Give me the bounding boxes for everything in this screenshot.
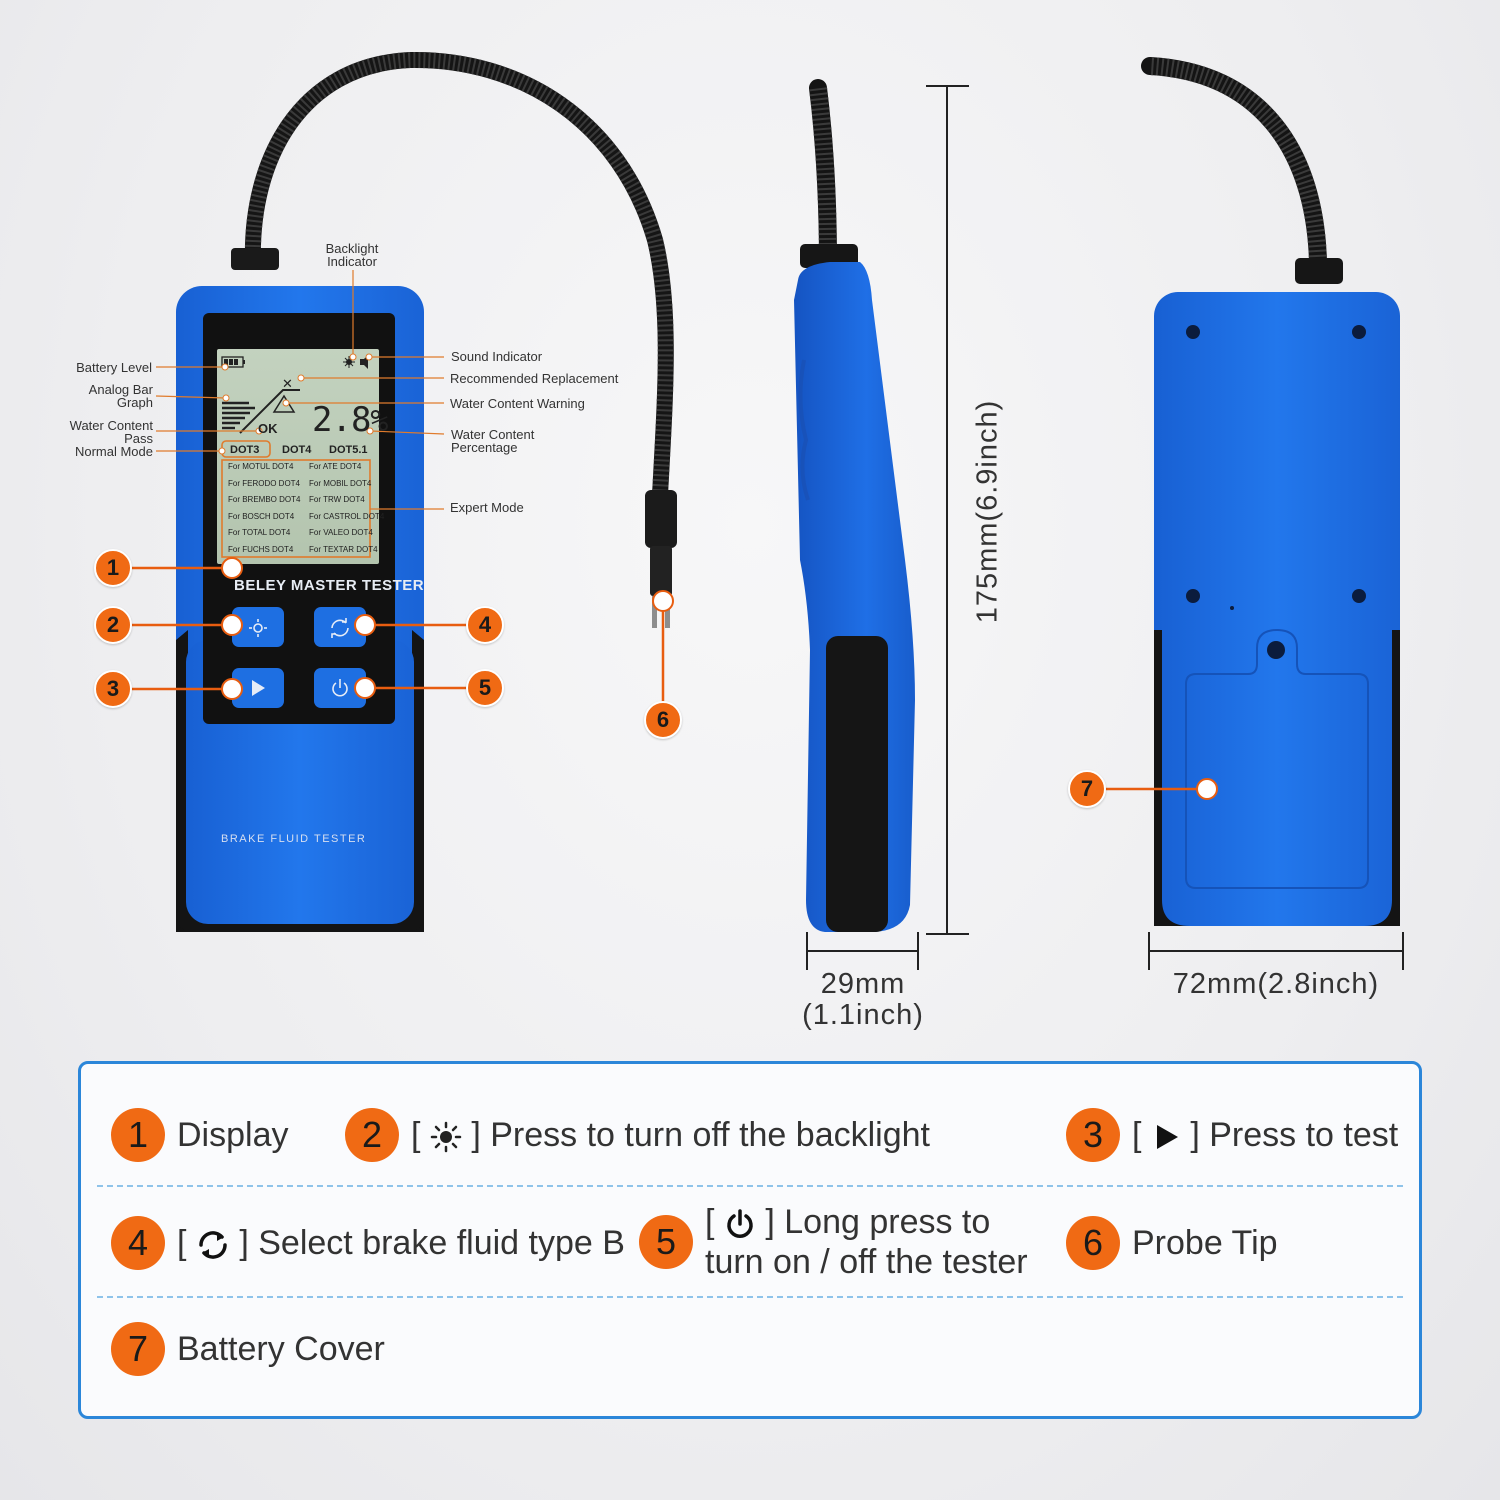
lcd-brand-item: For FUCHS DOT4 [228,544,294,554]
lcd-brand-item: For ATE DOT4 [309,462,362,471]
legend-text: ] Long press to [765,1203,991,1241]
legend-badge: 1 [111,1108,165,1162]
lcd-brand-item: For BOSCH DOT4 [228,511,295,521]
device-model-label: BELEY MASTER TESTER [234,577,425,594]
legend-badge: 5 [639,1215,693,1269]
refresh-icon [199,1231,227,1259]
dimension-depth-mm: 29mm [820,968,906,1000]
front-view-device: ✕ [130,51,677,932]
legend-badge: 4 [111,1216,165,1270]
lcd-dot-type: DOT5.1 [329,444,368,456]
lcd-brand-item: For TRW DOT4 [309,495,365,504]
legend-bracket: [ [1132,1116,1142,1154]
side-view-device [794,79,915,932]
legend-panel: 1 Display 2 [ ] Press to turn off the ba… [78,1061,1422,1419]
legend-text: ] Press to turn off the backlight [471,1116,930,1154]
backlight-button [232,607,284,647]
product-illustration: ✕ [130,51,1404,970]
lcd-brand-item: For MOBIL DOT4 [309,478,372,488]
legend-divider [97,1296,1403,1298]
legend-item-battery-cover: 7 Battery Cover [111,1322,385,1376]
lcd-brand-item: For BREMBO DOT4 [228,495,301,504]
callout-4: 4 [466,606,504,644]
label-water-content-pass: Water Content Pass [69,418,153,446]
lcd-brand-item: For MOTUL DOT4 [228,462,294,471]
lcd-dot-type: DOT4 [282,444,312,456]
probe-collar [231,248,279,270]
lcd-brand-item: For CASTROL DOT4 [309,511,385,521]
dimension-height: 175mm(6.9inch) [971,399,1004,624]
legend-item-test: 3 [ ] Press to test [1066,1108,1398,1162]
label-water-content-percentage: Water Content Percentage [451,427,535,455]
lcd-dot-type: DOT3 [230,444,260,456]
legend-bracket: [ [705,1203,715,1241]
legend-text-line2: turn on / off the tester [705,1243,1028,1281]
lcd-brand-item: For TOTAL DOT4 [228,528,291,537]
back-view-device [1103,57,1400,926]
lcd-reading: 2.8% [312,400,388,440]
legend-text: Display [177,1116,289,1154]
battery-cover [1185,628,1369,889]
legend-text: ] Press to test [1190,1116,1399,1154]
legend-badge: 2 [345,1108,399,1162]
label-backlight-indicator: Backlight Indicator [325,241,379,269]
dimension-depth: 29mm (1.1inch) [792,969,934,1031]
legend-text: ] Select brake fluid type B [239,1224,625,1262]
legend-bracket: [ [177,1224,187,1262]
lcd-brand-item: For TEXTAR DOT4 [309,544,378,554]
callout-2: 2 [94,606,132,644]
probe-tip [645,490,677,548]
type-select-button [314,607,366,647]
callout-7: 7 [1068,770,1106,808]
device-name-label: BRAKE FLUID TESTER [221,833,367,845]
label-analog-bar-graph: Analog Bar Graph [88,382,153,410]
dimension-width: 72mm(2.8inch) [1172,968,1380,1000]
dimension-depth-inch: (1.1inch) [802,999,924,1031]
callout-1: 1 [94,549,132,587]
legend-text: Probe Tip [1132,1224,1278,1262]
legend-item-backlight: 2 [ ] Press to turn off the backlight [345,1108,930,1162]
callout-6: 6 [644,701,682,739]
lcd-brand-item: For VALEO DOT4 [309,528,373,537]
lcd-ok: OK [258,421,278,436]
label-sound-indicator: Sound Indicator [451,349,543,364]
legend-item-power: 5 [ ] Long press to turn on / off the te… [639,1202,1028,1282]
dimension-lines [806,85,1404,970]
legend-bracket: [ [411,1116,421,1154]
legend-badge: 6 [1066,1216,1120,1270]
sun-icon [430,1121,462,1153]
label-water-content-warning: Water Content Warning [450,396,585,411]
legend-text: Battery Cover [177,1330,385,1368]
power-icon [727,1209,753,1238]
callout-3: 3 [94,670,132,708]
legend-badge: 3 [1066,1108,1120,1162]
svg-text:✕: ✕ [282,377,293,392]
back-housing [1154,292,1400,926]
lcd-brand-item: For FERODO DOT4 [228,478,301,488]
label-recommended-replacement: Recommended Replacement [450,371,619,386]
legend-badge: 7 [111,1322,165,1376]
legend-item-type-select: 4 [ ] Select brake fluid type B [111,1216,625,1270]
callout-5: 5 [466,669,504,707]
play-icon [1156,1125,1178,1150]
label-battery-level: Battery Level [76,360,152,375]
legend-item-probe-tip: 6 Probe Tip [1066,1216,1278,1270]
legend-divider [97,1185,1403,1187]
label-expert-mode: Expert Mode [450,500,524,515]
legend-item-display: 1 Display [111,1108,288,1162]
label-normal-mode: Normal Mode [74,444,153,459]
